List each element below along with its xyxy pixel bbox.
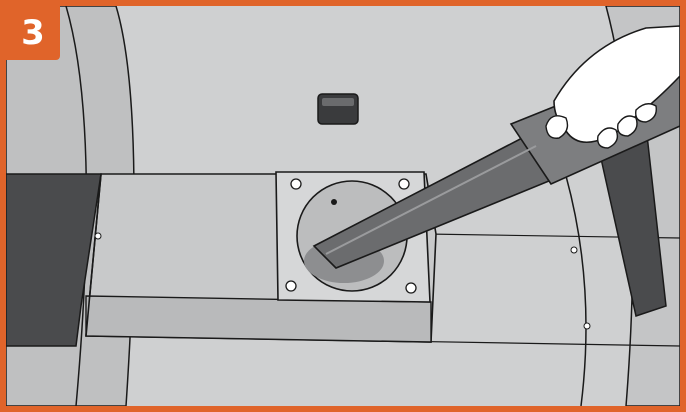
right-inner-curve [565,175,587,406]
screw-icon [285,280,297,292]
hand-icon [545,25,680,149]
step-number-badge: 3 [6,6,60,60]
screw-icon [290,178,302,190]
screw-icon [398,178,410,190]
illustration [6,6,680,406]
screw-icon [405,282,417,294]
dark-left-block [6,173,102,347]
handle-bracket [317,93,359,125]
left-inner-curve [65,6,88,406]
